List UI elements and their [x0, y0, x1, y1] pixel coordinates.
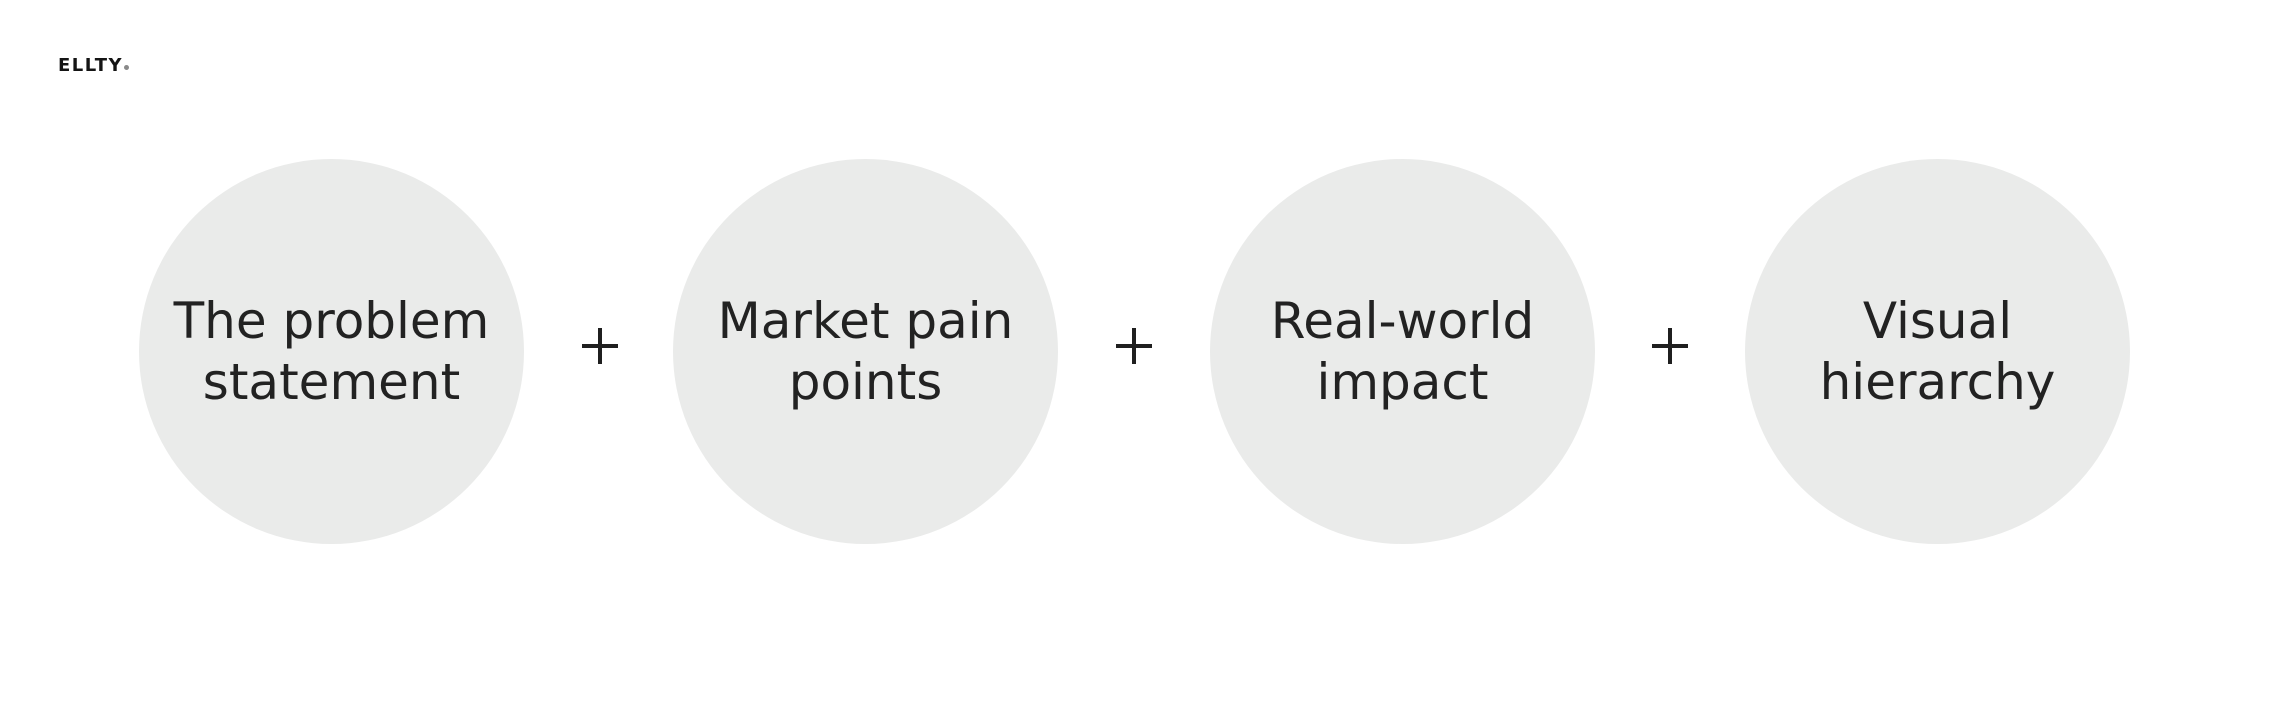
brand-logo-text: ELLTY [58, 55, 124, 76]
step-circle-1: The problem statement [139, 159, 524, 544]
step-label: Market pain points [717, 291, 1014, 411]
plus-icon [1652, 328, 1688, 364]
step-circle-4: Visual hierarchy [1745, 159, 2130, 544]
brand-logo: ELLTY [58, 55, 130, 76]
step-circle-3: Real-world impact [1210, 159, 1595, 544]
step-label: The problem statement [173, 291, 490, 411]
plus-icon [1116, 328, 1152, 364]
step-circle-2: Market pain points [673, 159, 1058, 544]
step-label: Visual hierarchy [1819, 291, 2056, 411]
step-label: Real-world impact [1270, 291, 1535, 411]
logo-dot-icon [124, 65, 130, 70]
plus-icon [582, 328, 618, 364]
